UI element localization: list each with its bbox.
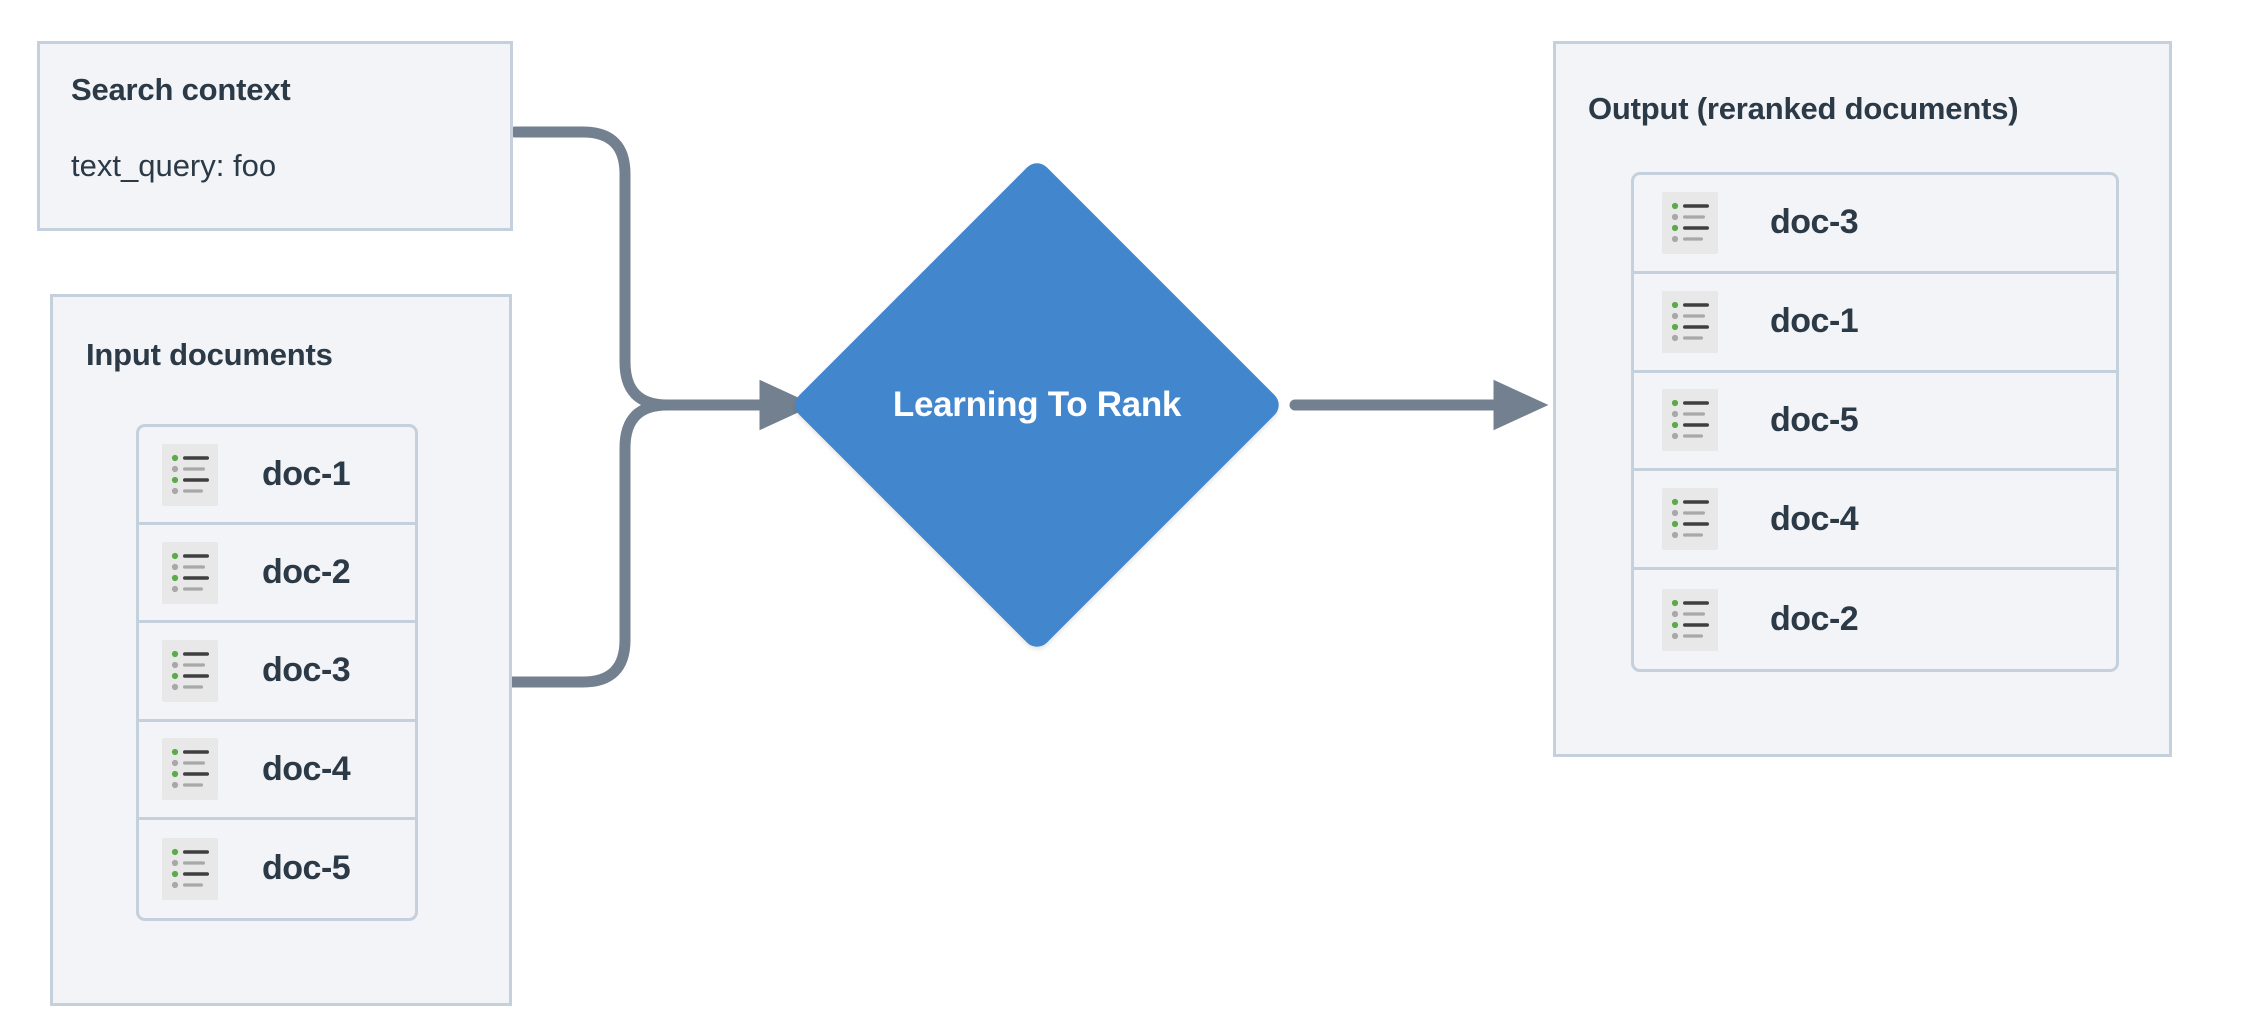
document-list-icon [1662, 290, 1718, 353]
document-label: doc-4 [262, 749, 351, 788]
document-list-icon [162, 837, 218, 900]
document-row[interactable]: doc-1 [139, 427, 415, 526]
document-label: doc-1 [1770, 302, 1859, 341]
document-list-icon [162, 639, 218, 702]
document-row[interactable]: doc-3 [139, 623, 415, 722]
document-row[interactable]: doc-5 [139, 820, 415, 918]
document-list-icon [1662, 389, 1718, 452]
search-context-title: Search context [71, 72, 291, 107]
document-list-icon [1662, 191, 1718, 254]
document-label: doc-2 [1770, 600, 1859, 639]
learning-to-rank-node[interactable] [789, 157, 1285, 653]
document-row[interactable]: doc-5 [1634, 373, 2116, 472]
document-row[interactable]: doc-1 [1634, 274, 2116, 373]
document-row[interactable]: doc-2 [1634, 570, 2116, 669]
document-label: doc-4 [1770, 499, 1859, 538]
connector-search-context-to-ltr [509, 126, 796, 411]
document-label: doc-3 [1770, 203, 1859, 242]
document-label: doc-3 [262, 651, 351, 690]
input-documents-title: Input documents [86, 337, 333, 372]
document-list-icon [1662, 588, 1718, 651]
search-context-panel: Search context text_query: foo [37, 41, 513, 231]
document-label: doc-1 [262, 455, 351, 494]
output-document-list: doc-3 doc-1 doc-5 doc-4 doc-2 [1631, 172, 2119, 672]
document-row[interactable]: doc-4 [1634, 471, 2116, 571]
document-list-icon [162, 443, 218, 506]
connector-input-documents-to-ltr [506, 399, 796, 688]
document-list-icon [1662, 488, 1718, 551]
document-label: doc-5 [1770, 400, 1859, 439]
document-row[interactable]: doc-2 [139, 525, 415, 624]
search-context-query: text_query: foo [71, 148, 277, 183]
document-label: doc-5 [262, 849, 351, 888]
document-row[interactable]: doc-4 [139, 722, 415, 820]
input-document-list: doc-1 doc-2 doc-3 doc-4 doc-5 [136, 424, 418, 921]
document-list-icon [162, 541, 218, 604]
document-row[interactable]: doc-3 [1634, 175, 2116, 274]
document-list-icon [162, 738, 218, 801]
document-label: doc-2 [262, 553, 351, 592]
output-title: Output (reranked documents) [1588, 91, 2019, 126]
